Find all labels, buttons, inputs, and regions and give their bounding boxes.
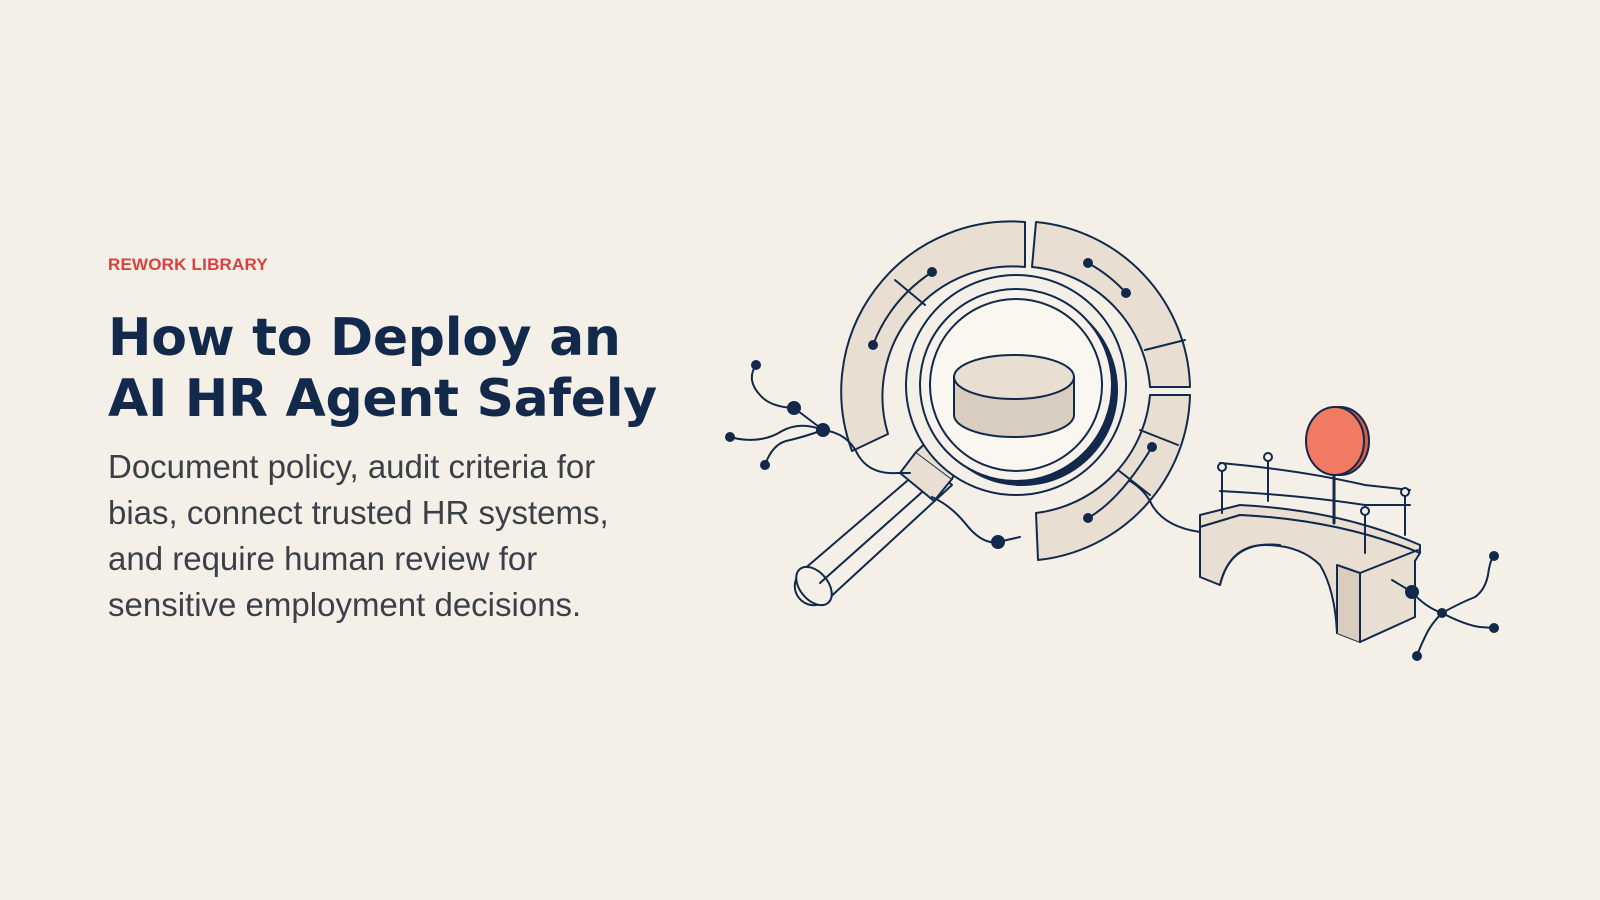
connector-line [1129,480,1201,533]
stop-sign-icon [1305,406,1370,525]
illustration-svg [725,220,1499,661]
hero-text-block: REWORK LIBRARY How to Deploy an AI HR Ag… [108,255,668,628]
section-eyebrow: REWORK LIBRARY [108,255,268,274]
page-title: How to Deploy an AI HR Agent Safely [108,308,657,429]
bridge-icon [1199,452,1421,643]
node-network-icon [1391,551,1499,661]
database-icon [953,354,1075,438]
page-summary: Document policy, audit criteria for bias… [108,448,609,623]
magnifying-glass-icon [793,274,1127,607]
node-network-icon [725,360,1021,549]
hero-illustration [720,205,1520,685]
segmented-ring-icon [840,220,1191,561]
